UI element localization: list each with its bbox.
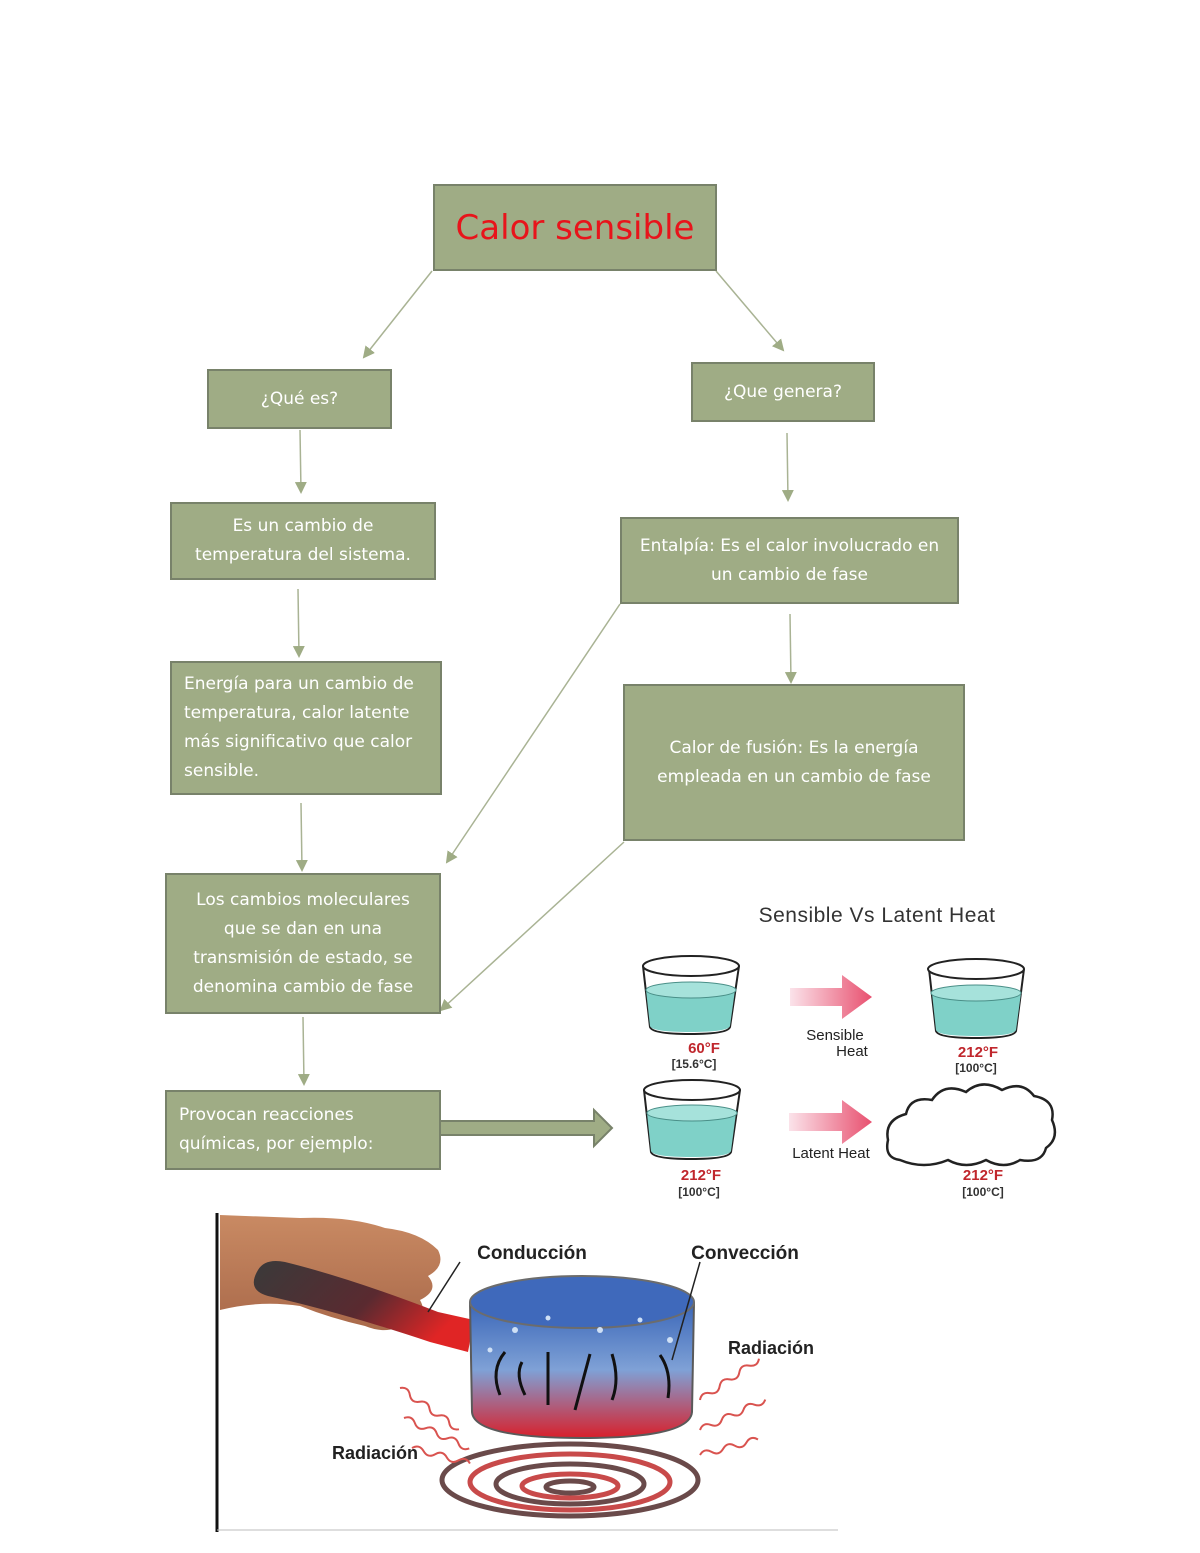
definicion-node: Es un cambio de temperatura del sistema. <box>170 502 436 580</box>
arrow-definicion-to-energia <box>292 588 305 658</box>
heating-coil-icon <box>439 1441 701 1519</box>
beaker-212f-bottom-f: 212°F <box>681 1167 721 1184</box>
entalpia-text: Entalpía: Es el calor involucrado en un … <box>639 535 940 585</box>
beaker-212f-top-c: [100°C] <box>955 1061 996 1075</box>
arrow-entalpia-to-fusion <box>784 613 797 684</box>
radiation-waves <box>399 1358 767 1465</box>
label-radiacion-right: Radiación <box>728 1338 814 1358</box>
entalpia-node: Entalpía: Es el calor involucrado en un … <box>620 517 959 604</box>
beaker-212f-bottom <box>643 1079 741 1161</box>
cloud-c: [100°C] <box>962 1185 1003 1199</box>
que-genera-text: ¿Que genera? <box>724 381 842 402</box>
beaker-60f-c: [15.6°C] <box>672 1057 717 1071</box>
beaker-60f-f: 60°F <box>688 1040 720 1057</box>
energia-node: Energía para un cambio de temperatura, c… <box>170 661 442 795</box>
arrow-entalpia-to-cambios <box>445 603 621 864</box>
cloud-icon <box>886 1083 1057 1167</box>
arrow-fusion-to-cambios <box>439 841 625 1012</box>
block-arrow-to-figure <box>439 1107 614 1149</box>
arrow-energia-to-cambios <box>295 802 308 872</box>
title-text: Calor sensible <box>455 207 695 248</box>
cambios-text: Los cambios moleculares que se dan en un… <box>192 889 414 997</box>
pot-icon <box>469 1301 695 1440</box>
que-es-node: ¿Qué es? <box>207 369 392 429</box>
label-conduccion: Conducción <box>477 1243 587 1264</box>
energia-text: Energía para un cambio de temperatura, c… <box>184 674 414 781</box>
arrow-que-es-to-definicion <box>294 429 307 494</box>
title-node: Calor sensible <box>433 184 717 271</box>
pan-handle <box>253 1261 474 1352</box>
cambios-node: Los cambios moleculares que se dan en un… <box>165 873 441 1014</box>
fusion-text: Calor de fusión: Es la energía empleada … <box>657 737 931 787</box>
sensible-label-1: Sensible <box>806 1027 864 1044</box>
beaker-212f-top <box>927 958 1025 1040</box>
arrow-title-to-que-genera <box>715 270 785 352</box>
heat-figure-title: Sensible Vs Latent Heat <box>759 904 996 927</box>
latent-arrow-icon <box>789 1100 872 1144</box>
provocan-text: Provocan reacciones químicas, por ejempl… <box>179 1105 374 1154</box>
arrow-que-genera-to-entalpia <box>781 432 794 502</box>
convection-arrows <box>494 1351 671 1411</box>
beaker-212f-top-f: 212°F <box>958 1044 998 1061</box>
beaker-60f <box>642 955 740 1036</box>
cloud-f: 212°F <box>963 1167 1003 1184</box>
definicion-text: Es un cambio de temperatura del sistema. <box>195 516 411 565</box>
provocan-node: Provocan reacciones químicas, por ejempl… <box>165 1090 441 1170</box>
sensible-arrow-icon <box>790 975 872 1019</box>
arrow-cambios-to-provocan <box>297 1016 310 1086</box>
fusion-node: Calor de fusión: Es la energía empleada … <box>623 684 965 841</box>
que-es-text: ¿Qué es? <box>260 388 339 409</box>
arrow-title-to-que-es <box>362 270 433 359</box>
beaker-212f-bottom-c: [100°C] <box>678 1185 719 1199</box>
sensible-label-2: Heat <box>836 1043 869 1060</box>
label-radiacion-left: Radiación <box>332 1443 418 1463</box>
que-genera-node: ¿Que genera? <box>691 362 875 422</box>
latent-label: Latent Heat <box>792 1145 870 1162</box>
label-conveccion: Convección <box>691 1243 799 1264</box>
